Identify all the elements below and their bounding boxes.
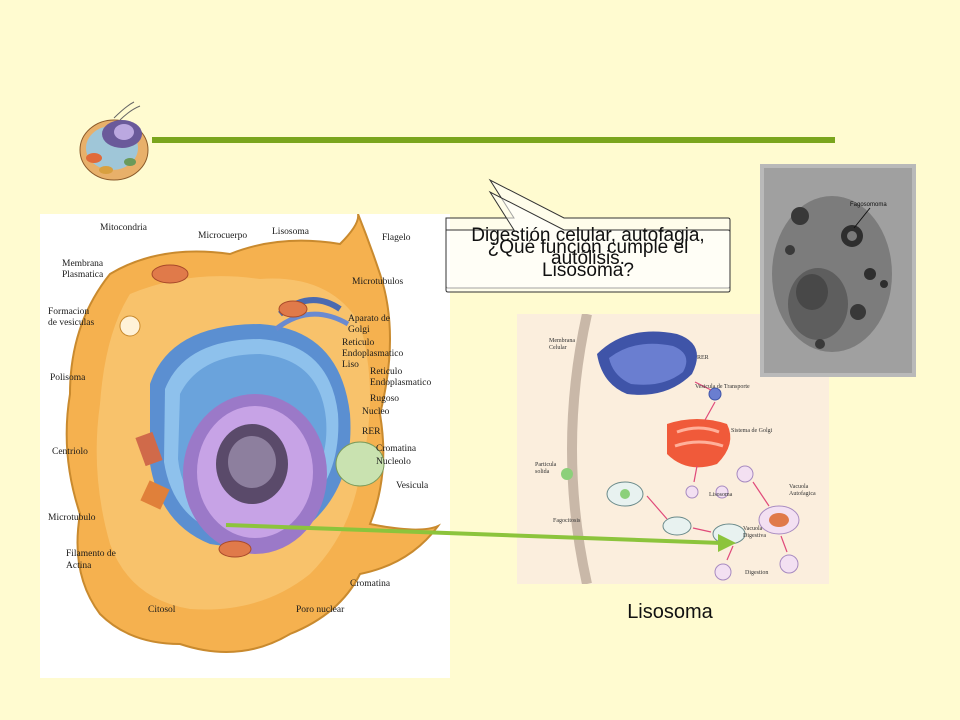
lyso-label: Autofagica [789, 490, 816, 497]
lyso-label: Vacuola [789, 484, 809, 490]
lyso-label: Sistema de Golgi [731, 428, 773, 434]
cell-label: Microtubulos [352, 277, 403, 287]
cell-label: Nucleolo [376, 457, 411, 467]
callout-shapes [445, 178, 731, 293]
cell-label: Golgi [348, 325, 370, 335]
lyso-label: Lisosoma [709, 492, 733, 498]
cell-label: Mitocondria [100, 223, 148, 233]
cell-label: Endoplasmatico [370, 378, 431, 388]
cell-label: Reticulo [370, 367, 402, 377]
cell-label: Vesicula [396, 481, 429, 491]
lyso-label: Fagocitosis [553, 518, 581, 524]
cell-label: Rugoso [370, 394, 399, 404]
callout-question-text: ¿Qué función cumple el Lisosoma? [487, 237, 689, 281]
cell-label: Liso [342, 360, 359, 370]
lyso-label: Vesicula de Transporte [695, 384, 750, 390]
lyso-label: Digestion [745, 570, 768, 576]
cell-label: RER [362, 427, 381, 437]
lyso-label: Digestiva [743, 533, 766, 539]
lyso-label: RER [697, 355, 709, 361]
cell-label: Cromatina [376, 444, 417, 454]
cell-label: Lisosoma [272, 227, 310, 237]
callout-answer-text: Digestión celular, autofagia, autólisis. [471, 225, 705, 269]
electron-micrograph: Fagosomoma [760, 164, 916, 377]
cell-label: Actina [66, 561, 92, 571]
lyso-label: Membrana [549, 338, 575, 344]
cell-label: Cromatina [350, 579, 391, 589]
cell-label: Reticulo [342, 338, 374, 348]
cell-label: Plasmatica [62, 270, 104, 280]
cell-thumbnail-logo [79, 101, 149, 181]
cell-label: Polisoma [50, 373, 86, 383]
cell-label: Formacion [48, 307, 89, 317]
cell-label: de vesiculas [48, 318, 94, 328]
cell-label: Citosol [148, 605, 176, 615]
cell-label: Filamento de [66, 549, 116, 559]
cell-label: Nucleo [362, 407, 390, 417]
cell-label: Centriolo [52, 447, 88, 457]
cell-label: Aparato de [348, 314, 390, 324]
lyso-label: Vacuola [743, 526, 763, 532]
lyso-label: Particula [535, 462, 557, 468]
lysosome-caption: Lisosoma [627, 601, 713, 623]
title-underline [152, 137, 835, 143]
cell-label: Poro nuclear [296, 605, 345, 615]
question-callout: Digestión celular, autofagia, autólisis.… [444, 178, 732, 294]
micro-label: Fagosomoma [850, 202, 887, 208]
cell-label: Microtubulo [48, 513, 96, 523]
cell-label: Membrana [62, 259, 104, 269]
lyso-label: solida [535, 469, 550, 475]
cell-label: Endoplasmatico [342, 349, 403, 359]
lyso-label: Celular [549, 345, 567, 351]
cell-label: Flagelo [382, 233, 411, 243]
cell-label: Microcuerpo [198, 231, 247, 241]
animal-cell-diagram: Mitocondria Microcuerpo Lisosoma Flagelo… [40, 214, 450, 678]
